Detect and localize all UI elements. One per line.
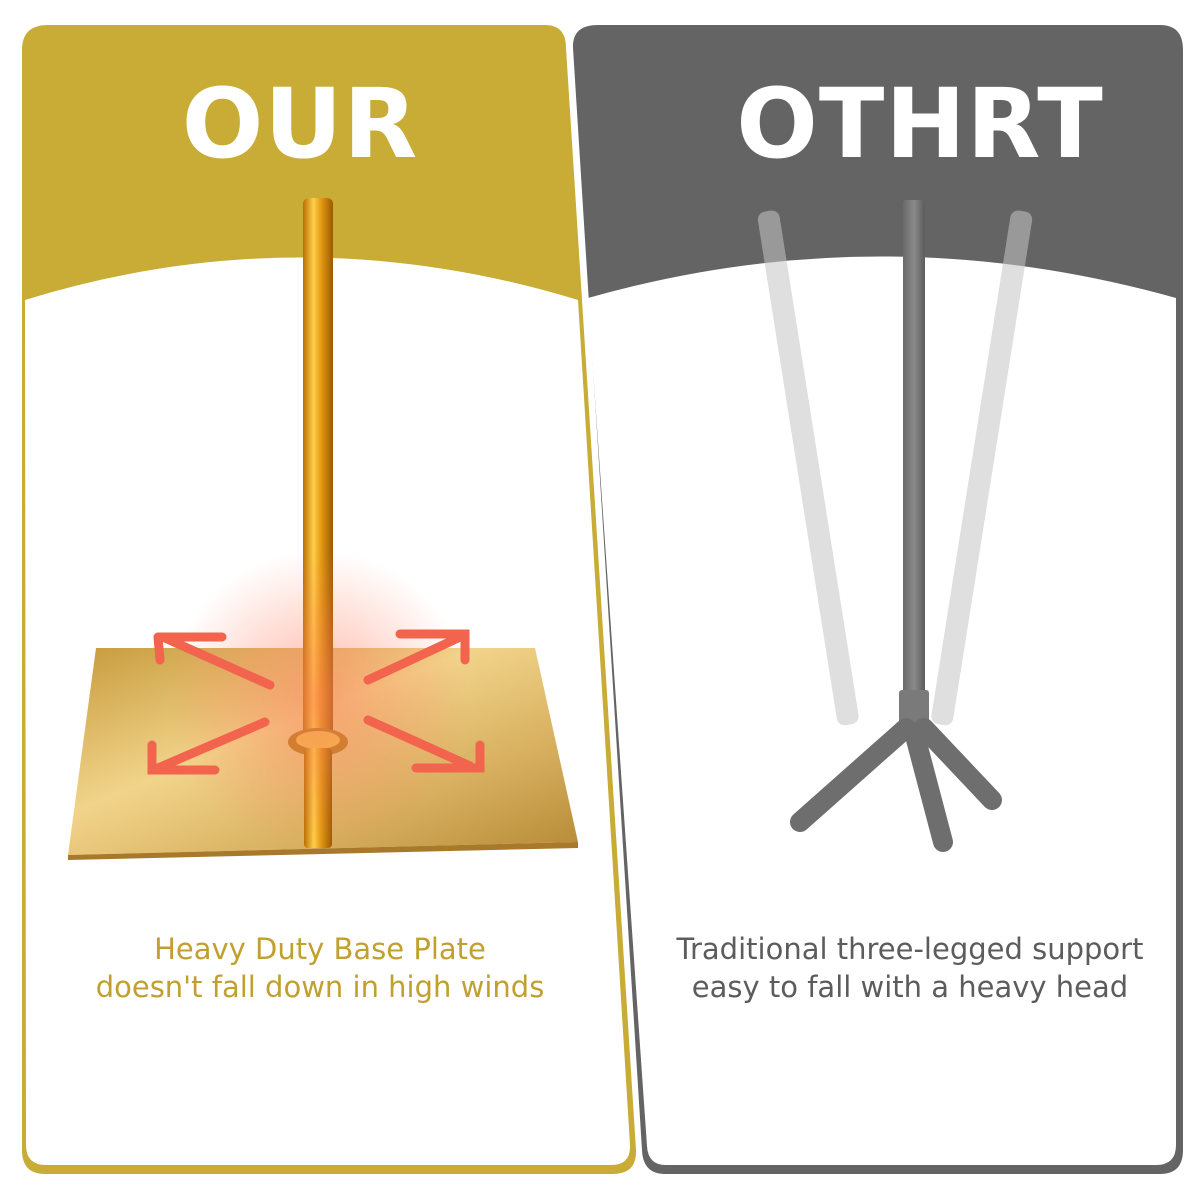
left-caption: Heavy Duty Base Plate doesn't fall down … bbox=[40, 930, 600, 1006]
right-panel-content-area bbox=[588, 256, 1176, 1165]
tripod-leg-left bbox=[790, 718, 916, 832]
tripod-pole-product-icon bbox=[757, 200, 1033, 852]
right-panel bbox=[572, 25, 1183, 1174]
gold-pole-product-icon bbox=[68, 198, 578, 860]
right-heading: OTHRT bbox=[736, 68, 1104, 180]
left-panel bbox=[22, 25, 637, 1174]
right-caption-line2: easy to fall with a heavy head bbox=[691, 970, 1129, 1004]
left-caption-line1: Heavy Duty Base Plate bbox=[154, 932, 486, 966]
left-heading: OUR bbox=[181, 68, 419, 180]
red-outward-arrows-icon bbox=[147, 550, 485, 850]
tripod-pole bbox=[903, 200, 925, 700]
tripod-leg-front bbox=[904, 722, 953, 852]
right-caption-line1: Traditional three-legged support bbox=[676, 932, 1144, 966]
right-caption: Traditional three-legged support easy to… bbox=[650, 930, 1170, 1006]
left-caption-line2: doesn't fall down in high winds bbox=[95, 970, 545, 1004]
tripod-leg-right bbox=[914, 718, 1002, 810]
